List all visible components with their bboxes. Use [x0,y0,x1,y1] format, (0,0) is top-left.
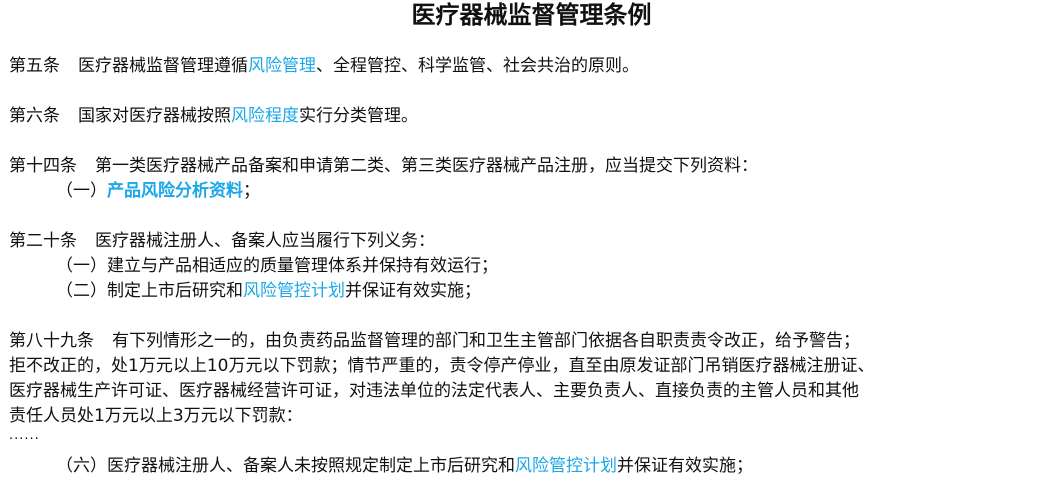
article-5-text-before: 医疗器械监督管理遵循 [78,56,248,76]
article-6-text-after: 实行分类管理。 [299,106,418,126]
article-20-item-2-highlight: 风险管控计划 [243,281,345,301]
article-89-line-2-text: 拒不改正的，处1万元以上10万元以下罚款；情节严重的，责令停产停业，直至由原发证… [9,356,875,376]
article-5-highlight: 风险管理 [248,56,316,76]
article-14-label: 第十四条 [9,156,77,176]
article-20: 第二十条医疗器械注册人、备案人应当履行下列义务： [9,230,435,252]
article-6-text-before: 国家对医疗器械按照 [78,106,231,126]
article-20-item-2-before: （二）制定上市后研究和 [56,281,243,301]
article-14: 第十四条第一类医疗器械产品备案和申请第二类、第三类医疗器械产品注册，应当提交下列… [9,155,758,177]
article-89-line-4-text: 责任人员处1万元以上3万元以下罚款： [9,406,303,426]
article-14-item-1-prefix: （一） [56,181,107,201]
article-89-line-2: 拒不改正的，处1万元以上10万元以下罚款；情节严重的，责令停产停业，直至由原发证… [9,355,874,377]
article-14-item-1-after: ； [243,181,260,201]
article-20-item-2: （二）制定上市后研究和风险管控计划并保证有效实施； [56,280,481,302]
article-89-item-6-before: （六）医疗器械注册人、备案人未按照规定制定上市后研究和 [56,456,515,476]
document-title: 医疗器械监督管理条例 [411,1,652,29]
article-20-item-2-after: 并保证有效实施； [345,281,481,301]
article-5: 第五条医疗器械监督管理遵循风险管理、全程管控、科学监管、社会共治的原则。 [9,55,639,77]
article-89-item-6-highlight: 风险管控计划 [515,456,617,476]
article-6-highlight: 风险程度 [231,106,299,126]
article-14-item-1-highlight: 产品风险分析资料 [107,181,243,201]
article-20-item-1: （一）建立与产品相适应的质量管理体系并保持有效运行； [56,255,498,277]
article-20-label: 第二十条 [9,231,77,251]
article-89-item-6-after: 并保证有效实施； [617,456,753,476]
article-89-line-1-text: 有下列情形之一的，由负责药品监督管理的部门和卫生主管部门依据各自职责责令改正，给… [112,331,860,351]
article-89-line-3: 医疗器械生产许可证、医疗器械经营许可证，对违法单位的法定代表人、主要负责人、直接… [9,380,859,402]
article-89-line-1: 第八十九条有下列情形之一的，由负责药品监督管理的部门和卫生主管部门依据各自职责责… [9,330,860,352]
article-89-item-6: （六）医疗器械注册人、备案人未按照规定制定上市后研究和风险管控计划并保证有效实施… [56,455,753,477]
article-14-text: 第一类医疗器械产品备案和申请第二类、第三类医疗器械产品注册，应当提交下列资料： [95,156,758,176]
article-5-text-after: 、全程管控、科学监管、社会共治的原则。 [316,56,639,76]
article-14-item-1: （一）产品风险分析资料； [56,180,260,202]
ellipsis-text: ...... [9,428,40,443]
article-20-item-1-text: （一）建立与产品相适应的质量管理体系并保持有效运行； [56,256,498,276]
article-89-label: 第八十九条 [9,331,94,351]
article-89-ellipsis: ...... [9,425,40,447]
article-5-label: 第五条 [9,56,60,76]
article-89-line-4: 责任人员处1万元以上3万元以下罚款： [9,405,303,427]
article-6-label: 第六条 [9,106,60,126]
article-89-line-3-text: 医疗器械生产许可证、医疗器械经营许可证，对违法单位的法定代表人、主要负责人、直接… [9,381,859,401]
article-6: 第六条国家对医疗器械按照风险程度实行分类管理。 [9,105,418,127]
article-20-text: 医疗器械注册人、备案人应当履行下列义务： [95,231,435,251]
